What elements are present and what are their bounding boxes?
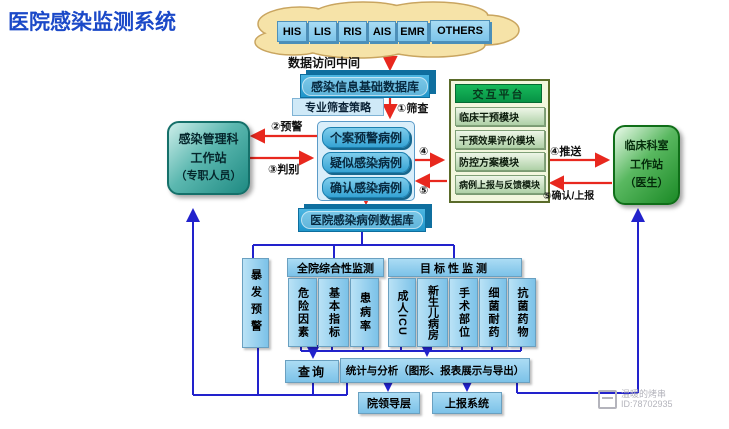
- system-chip-lis: LIS: [308, 21, 337, 42]
- system-chip-ais: AIS: [368, 21, 396, 42]
- watermark-name: 温暖的烤串: [621, 389, 667, 399]
- middleware-label: 数据访问中间: [288, 56, 361, 70]
- report-system-box: 上报系统: [432, 392, 502, 414]
- watermark: 温暖的烤串 ID:78702935: [598, 389, 673, 410]
- module-effect-evaluation: 干预效果评价模块: [455, 130, 545, 149]
- bacterial-resistance-box: 细菌耐药: [479, 278, 507, 347]
- step5-circle: ⑤: [419, 185, 429, 197]
- case-warning: 个案预警病例: [322, 127, 410, 148]
- stats-analysis-box: 统计与分析（图形、报表展示与导出）: [340, 358, 530, 383]
- step3-label: ③判别: [268, 164, 300, 176]
- clinical-dept-workstation: 临床科室 工作站 （医生）: [613, 125, 680, 205]
- system-chip-emr: EMR: [397, 21, 428, 42]
- antibacterial-drug-box: 抗菌药物: [508, 278, 536, 347]
- module-case-report-feedback: 病例上报与反馈模块: [455, 175, 545, 194]
- basic-indicator-box: 基本指标: [318, 278, 349, 347]
- interaction-platform-title: 交互平台: [455, 84, 542, 103]
- module-clinical-intervention: 临床干预模块: [455, 107, 545, 126]
- push-label: ④推送: [550, 146, 582, 158]
- case-database: 医院感染病例数据库: [298, 208, 426, 232]
- watermark-logo-icon: [598, 389, 617, 409]
- screening-strategy-box: 专业筛查策略: [292, 98, 384, 116]
- surgical-site-box: 手术部位: [449, 278, 478, 347]
- page-title: 医院感染监测系统: [8, 11, 176, 34]
- targeted-monitor-title: 目标性监测: [388, 258, 522, 277]
- case-confirmed: 确认感染病例: [322, 177, 410, 198]
- query-box: 查询: [285, 360, 339, 383]
- neonatal-ward-box: 新生儿病房: [417, 278, 448, 347]
- base-database: 感染信息基础数据库: [300, 74, 430, 98]
- adult-icu-box: 成人ICU: [388, 278, 416, 347]
- infection-dept-workstation: 感染管理科 工作站 （专职人员）: [167, 121, 250, 195]
- system-chip-his: HIS: [277, 21, 307, 42]
- step2-label: ②预警: [271, 121, 303, 133]
- comprehensive-monitor-title: 全院综合性监测: [287, 258, 384, 277]
- system-chip-others: OTHERS: [430, 20, 490, 42]
- hospital-leaders-box: 院领导层: [358, 392, 420, 414]
- watermark-id: ID:78702935: [621, 399, 673, 410]
- outbreak-warning-box: 暴发预警: [242, 258, 269, 348]
- confirm-report-label: ⑤确认/上报: [543, 191, 595, 202]
- step1-label: ①筛查: [397, 103, 429, 115]
- step4-circle: ④: [419, 146, 429, 158]
- system-chip-ris: RIS: [338, 21, 367, 42]
- case-suspected: 疑似感染病例: [322, 152, 410, 173]
- module-prevention-plan: 防控方案模块: [455, 152, 545, 171]
- prevalence-box: 患病率: [350, 278, 379, 347]
- risk-factor-box: 危险因素: [288, 278, 317, 347]
